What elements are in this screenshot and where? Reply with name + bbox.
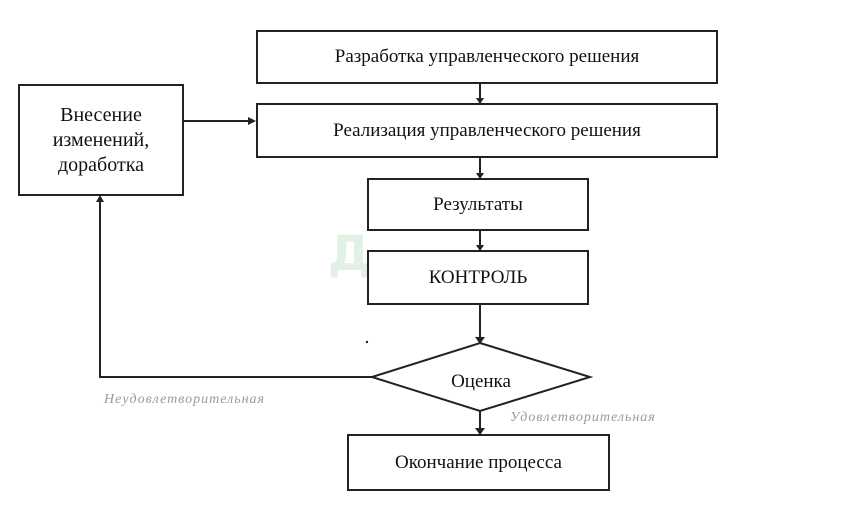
edge-label-unsatisfactory: Неудовлетворительная xyxy=(104,392,266,407)
arrowhead-control xyxy=(476,245,484,251)
node-finish-label: Окончание процесса xyxy=(395,451,562,473)
edge-label-satisfactory: Удовлетворительная xyxy=(510,410,656,425)
node-control: КОНТРОЛЬ xyxy=(367,250,589,305)
node-results-label: Результаты xyxy=(433,193,523,215)
node-results: Результаты xyxy=(367,178,589,231)
node-control-label: КОНТРОЛЬ xyxy=(428,266,528,288)
node-implement-label: Реализация управленческого решения xyxy=(333,119,641,141)
node-finish: Окончание процесса xyxy=(347,434,610,491)
watermark: Д xyxy=(328,226,371,282)
node-modify-text: Внесение изменений, доработка xyxy=(53,103,150,178)
node-modify-line3: доработка xyxy=(57,153,144,176)
node-implement-decision: Реализация управленческого решения xyxy=(256,103,718,158)
node-modify: Внесение изменений, доработка xyxy=(18,84,184,196)
edge-evaluation-modify xyxy=(99,200,372,378)
node-develop-label: Разработка управленческого решения xyxy=(334,46,640,68)
node-develop-decision: Разработка управленческого решения xyxy=(256,30,718,84)
arrowhead-implement-side xyxy=(248,117,256,125)
arrowhead-implement xyxy=(476,98,484,104)
node-evaluation-label: Оценка xyxy=(451,371,511,392)
arrowhead-evaluation xyxy=(475,337,485,344)
node-modify-line2: изменений, xyxy=(52,128,150,151)
arrowhead-results xyxy=(476,173,484,179)
arrowhead-finish xyxy=(475,428,485,435)
evaluation-diamond xyxy=(368,341,594,413)
stray-dot xyxy=(365,340,369,344)
arrowhead-modify xyxy=(96,195,104,202)
node-modify-line1: Внесение xyxy=(60,103,142,126)
